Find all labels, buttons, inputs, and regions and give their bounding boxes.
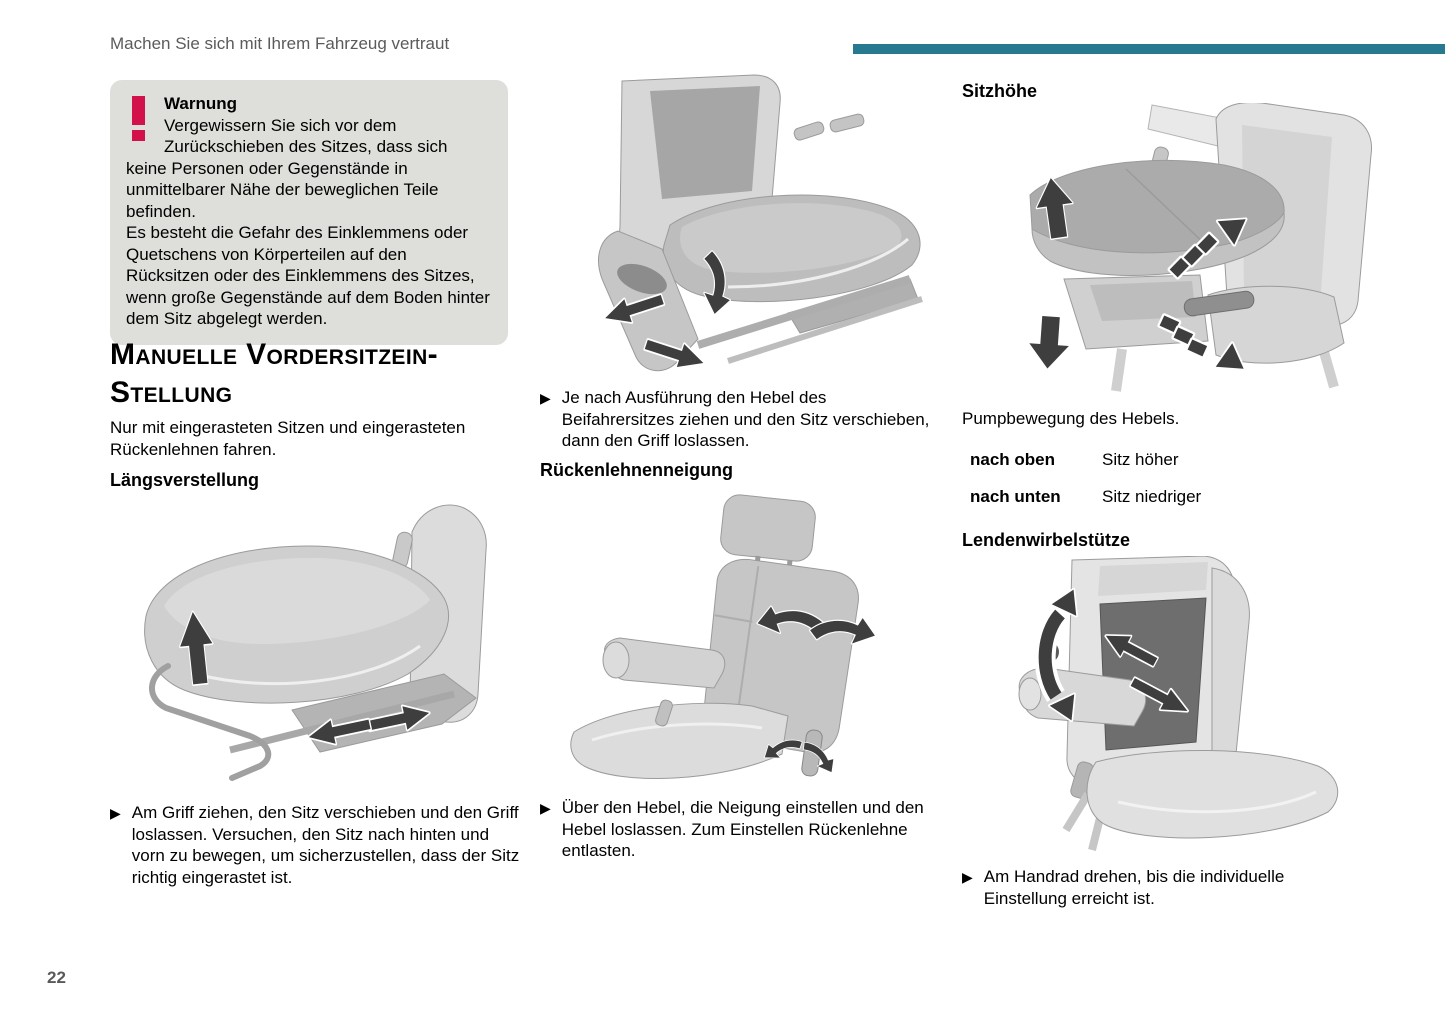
heading-rueckenlehnenneigung: Rückenlehnenneigung [540, 460, 734, 480]
warning-exclamation-icon [128, 95, 152, 141]
warning-paragraph: Es besteht die Gefahr des Einklemmens od… [126, 223, 490, 328]
backrest-tilt-illustration [570, 494, 880, 779]
warning-text: Vergewissern Sie sich vor dem Zurückschi… [126, 115, 492, 330]
lumbar-support-illustration [1018, 556, 1339, 851]
table-cell-result: Sitz niedriger [1102, 486, 1202, 506]
table-cell-action: nach unten [970, 486, 1061, 506]
bullet-triangle-icon: ▶ [540, 800, 551, 816]
passenger-seat-lever-illustration [598, 74, 923, 377]
page-title: Manuelle Vordersitzein- Stellung [110, 336, 540, 412]
heading-laengsverstellung: Längsverstellung [110, 470, 260, 490]
bullet-lendenwirbelstuetze: ▶ Am Handrad drehen, bis die individuell… [962, 866, 1366, 909]
heading-sitzhoehe: Sitzhöhe [962, 81, 1037, 101]
bullet-triangle-icon: ▶ [962, 869, 973, 885]
table-cell-action: nach oben [970, 450, 1056, 469]
warning-title: Warnung [164, 94, 238, 113]
table-cell-result: Sitz höher [1102, 450, 1179, 469]
bullet-rueckenlehnenneigung: ▶ Über den Hebel, die Neigung einstellen… [540, 797, 942, 862]
bullet-triangle-icon: ▶ [540, 390, 551, 406]
bullet-laengsverstellung: ▶ Am Griff ziehen, den Sitz verschieben … [110, 802, 520, 888]
seat-longitudinal-adjustment-illustration [144, 504, 487, 781]
sitzhoehe-caption: Pumpbewegung des Hebels. [962, 409, 1180, 428]
sitzhoehe-table: nach oben Sitz höher nach unten Sitz nie… [970, 449, 1370, 522]
accent-bar [853, 44, 1445, 54]
bullet-text: Am Handrad drehen, bis die individuelle … [983, 867, 1285, 908]
bullet-text: Am Griff ziehen, den Sitz verschieben un… [131, 803, 520, 887]
table-row: nach unten Sitz niedriger [970, 486, 1370, 508]
bullet-beifahrersitz: ▶ Je nach Ausführung den Hebel des Beifa… [540, 387, 942, 452]
page-number: 22 [47, 968, 66, 987]
seat-height-illustration [1026, 103, 1373, 392]
running-header: Machen Sie sich mit Ihrem Fahrzeug vertr… [110, 34, 450, 53]
table-row: nach oben Sitz höher [970, 449, 1370, 471]
bullet-triangle-icon: ▶ [110, 805, 121, 821]
page-title-line2: Stellung [110, 376, 233, 409]
intro-text: Nur mit eingerasteten Sitzen und eingera… [110, 418, 466, 459]
warning-paragraph: Vergewissern Sie sich vor dem Zurückschi… [126, 115, 448, 221]
heading-lendenwirbelstuetze: Lendenwirbelstütze [962, 530, 1131, 550]
warning-box: Warnung Vergewissern Sie sich vor dem Zu… [110, 80, 508, 345]
page-title-line1: Manuelle Vordersitzein- [110, 338, 439, 371]
bullet-text: Je nach Ausführung den Hebel des Beifahr… [561, 388, 930, 450]
bullet-text: Über den Hebel, die Neigung einstellen u… [561, 798, 924, 860]
